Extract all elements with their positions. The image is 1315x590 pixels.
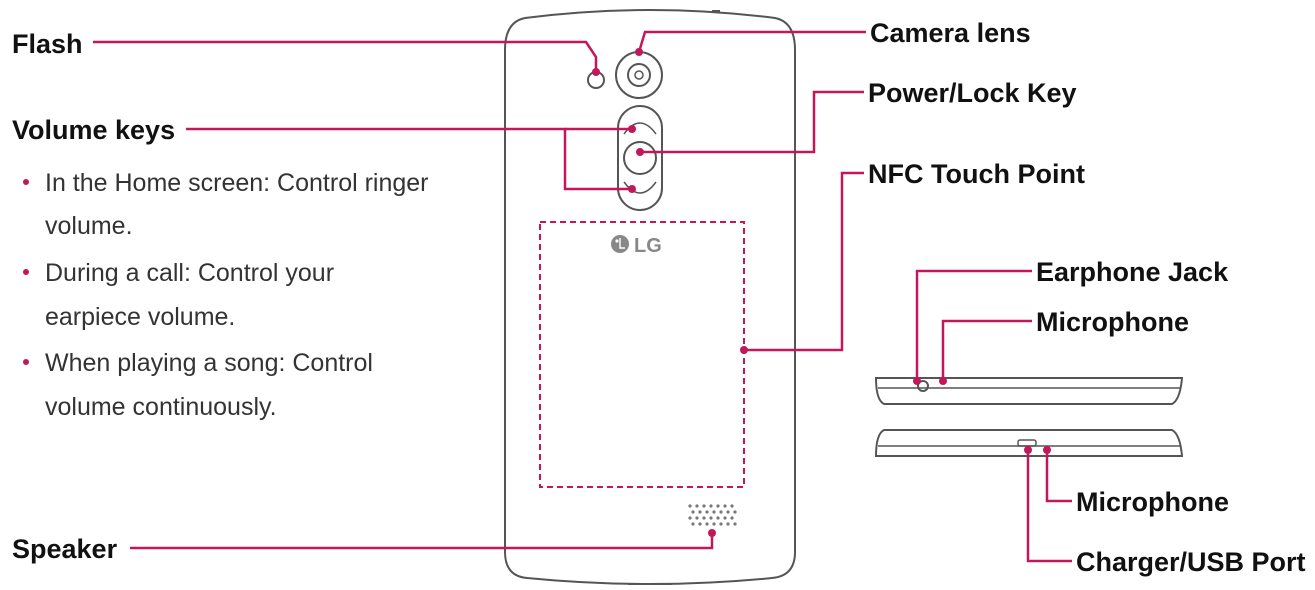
lg-logo: LG <box>611 235 662 257</box>
label-flash: Flash <box>12 29 83 59</box>
volume-note-1-line-2: volume. <box>45 212 133 240</box>
nfc-area <box>539 221 745 488</box>
volume-note-2-line-1: During a call: Control your <box>45 259 334 287</box>
volume-notes-list: In the Home screen: Control ringer volum… <box>23 169 429 421</box>
bullet-dot <box>23 269 29 275</box>
leader-speaker <box>130 533 714 550</box>
label-volume-keys: Volume keys <box>12 115 175 145</box>
leader-camera-lens <box>637 30 866 53</box>
earphone-jack-icon <box>917 380 929 392</box>
leader-power-lock-key <box>640 90 864 154</box>
usb-port-icon <box>1017 439 1037 447</box>
label-microphone-top: Microphone <box>1036 307 1189 337</box>
leader-charger-usb-port <box>1026 450 1072 563</box>
volume-note-3-line-1: When playing a song: Control <box>45 349 373 377</box>
leader-flash <box>93 40 598 72</box>
label-power-lock-key: Power/Lock Key <box>868 78 1077 108</box>
leader-microphone-top <box>941 319 1032 381</box>
leader-endpoints <box>592 48 1051 537</box>
bullet-dot <box>23 359 29 365</box>
phone-bottom-edge-view <box>874 429 1184 457</box>
phone-back-view: LG <box>504 9 796 585</box>
leader-microphone-bottom <box>1045 450 1072 503</box>
label-charger-usb-port: Charger/USB Port <box>1076 547 1306 577</box>
camera-lens-icon <box>615 51 663 99</box>
rear-key-cluster <box>617 105 663 211</box>
leader-nfc-touch-point <box>744 171 864 352</box>
label-earphone-jack: Earphone Jack <box>1036 257 1229 287</box>
leader-lines <box>93 30 1072 563</box>
bullet-dot <box>23 179 29 185</box>
phone-top-edge-view <box>874 377 1184 405</box>
speaker-grille <box>688 504 737 526</box>
leader-earphone-jack <box>915 269 1032 381</box>
label-camera-lens: Camera lens <box>870 18 1031 48</box>
volume-note-3-line-2: volume continuously. <box>45 393 277 421</box>
volume-note-1-line-1: In the Home screen: Control ringer <box>45 169 429 197</box>
svg-text:LG: LG <box>634 235 662 257</box>
label-speaker: Speaker <box>12 534 118 564</box>
label-microphone-bottom: Microphone <box>1076 487 1229 517</box>
label-nfc-touch-point: NFC Touch Point <box>868 159 1085 189</box>
leader-volume-keys <box>186 127 632 191</box>
volume-note-2-line-2: earpiece volume. <box>45 303 235 331</box>
